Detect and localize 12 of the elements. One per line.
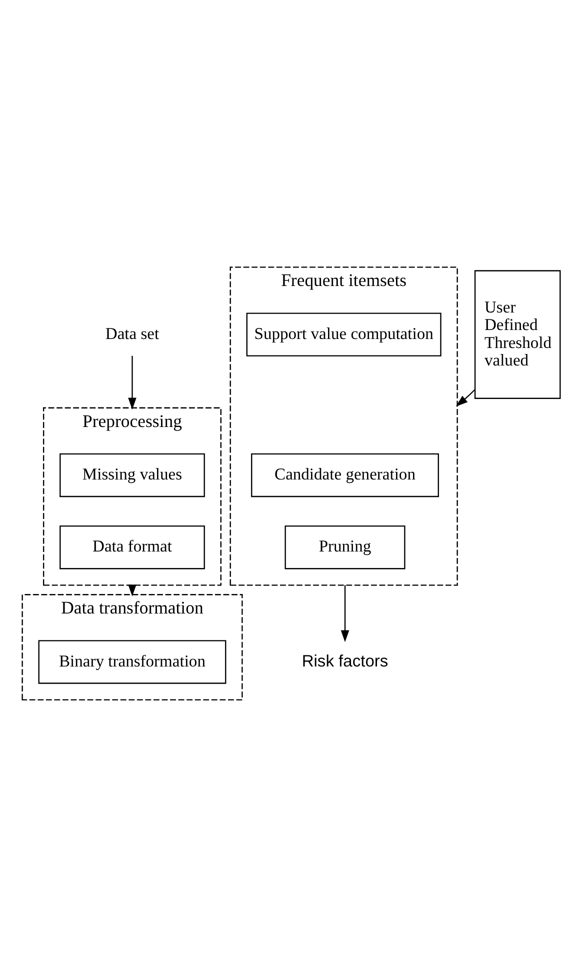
node-box: Pruning <box>284 525 406 570</box>
node-text: Data set <box>105 324 160 343</box>
node-text: Risk factors <box>302 651 388 670</box>
node-box: Binary transformation <box>38 640 226 684</box>
node-box: Missing values <box>60 453 205 498</box>
arrow <box>128 356 136 410</box>
node-box: User Defined Threshold valued <box>474 270 561 399</box>
node-box: Data format <box>60 525 205 570</box>
arrow <box>456 389 476 407</box>
arrow <box>340 585 350 642</box>
node-box: Support value computation <box>246 312 442 356</box>
node-box: Candidate generation <box>251 453 439 498</box>
